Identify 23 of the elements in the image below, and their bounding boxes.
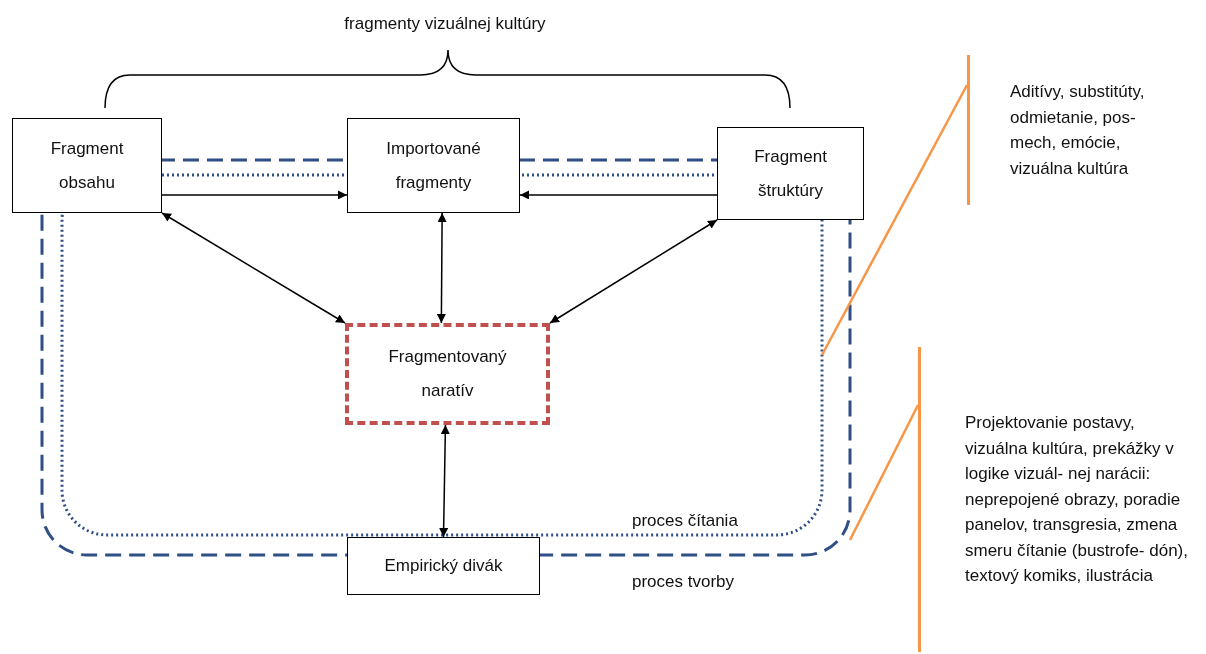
arrow	[161, 190, 348, 200]
dashed-process-box	[345, 323, 550, 425]
leader-line	[848, 404, 920, 541]
loop-label: proces čítania	[632, 511, 738, 531]
arrow	[439, 424, 450, 538]
node-text: Empirický divák	[384, 555, 503, 577]
node-text: Fragmentovaný naratív	[387, 346, 508, 402]
process-box	[347, 537, 540, 595]
arrow	[519, 190, 718, 200]
node-text: Importované fragmenty	[385, 137, 482, 194]
node-text: Fragment štruktúry	[753, 145, 828, 202]
callout-text: Aditívy, substitúty, odmietanie, pos- mech, emócie, vizuálna kultúra	[1010, 81, 1146, 180]
process-box	[12, 118, 162, 213]
loop-label: proces tvorby	[632, 572, 735, 592]
arrow	[436, 212, 447, 324]
node-text: Fragment obsahu	[49, 137, 125, 194]
brace-label: fragmenty vizuálnej kultúry	[343, 14, 547, 34]
process-box	[717, 127, 864, 220]
arrow	[549, 219, 718, 324]
leader-line	[820, 84, 969, 356]
callout-text: Projektovanie postavy, vizuálna kultúra, prekážky v logike vizuál- nej narácii: neprepojené obrazy, poradie panelov, transgresia, zmena smeru čítanie (bustrofe- dón), textový komiks, ilustrácia	[965, 412, 1189, 588]
arrow	[161, 212, 346, 324]
process-box	[347, 118, 520, 213]
